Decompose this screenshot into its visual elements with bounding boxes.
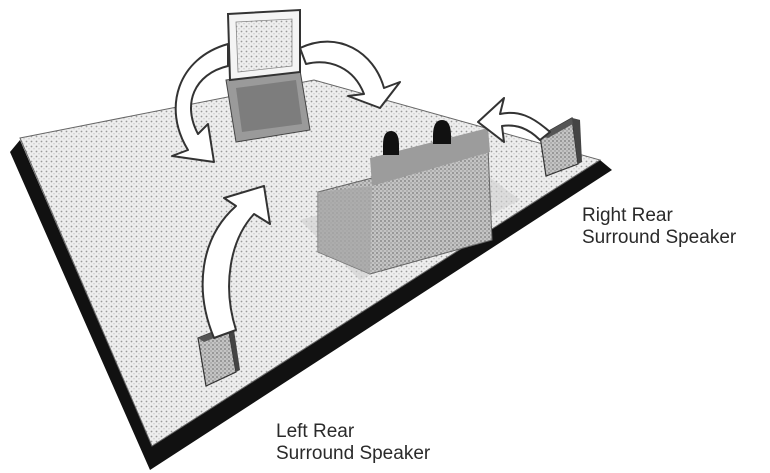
arrow-left-rear [201,185,271,339]
tv-cabinet [225,8,311,143]
left-rear-label-line2: Surround Speaker [276,443,431,464]
arrow-front-left [171,43,229,163]
room-floor [19,79,602,447]
right-rear-label-line1: Right Rear [582,205,673,226]
couch [317,128,493,275]
listener-head-right [433,120,451,144]
left-rear-label-line1: Left Rear [276,421,355,442]
left-rear-speaker-label: Left Rear Surround Speaker [276,421,430,465]
arrow-right-rear [477,97,551,143]
arrow-front-right [299,40,401,109]
right-rear-label-line2: Surround Speaker [582,227,737,248]
right-rear-speaker-label: Right Rear Surround Speaker [582,205,736,249]
listener-head-left [383,131,399,155]
